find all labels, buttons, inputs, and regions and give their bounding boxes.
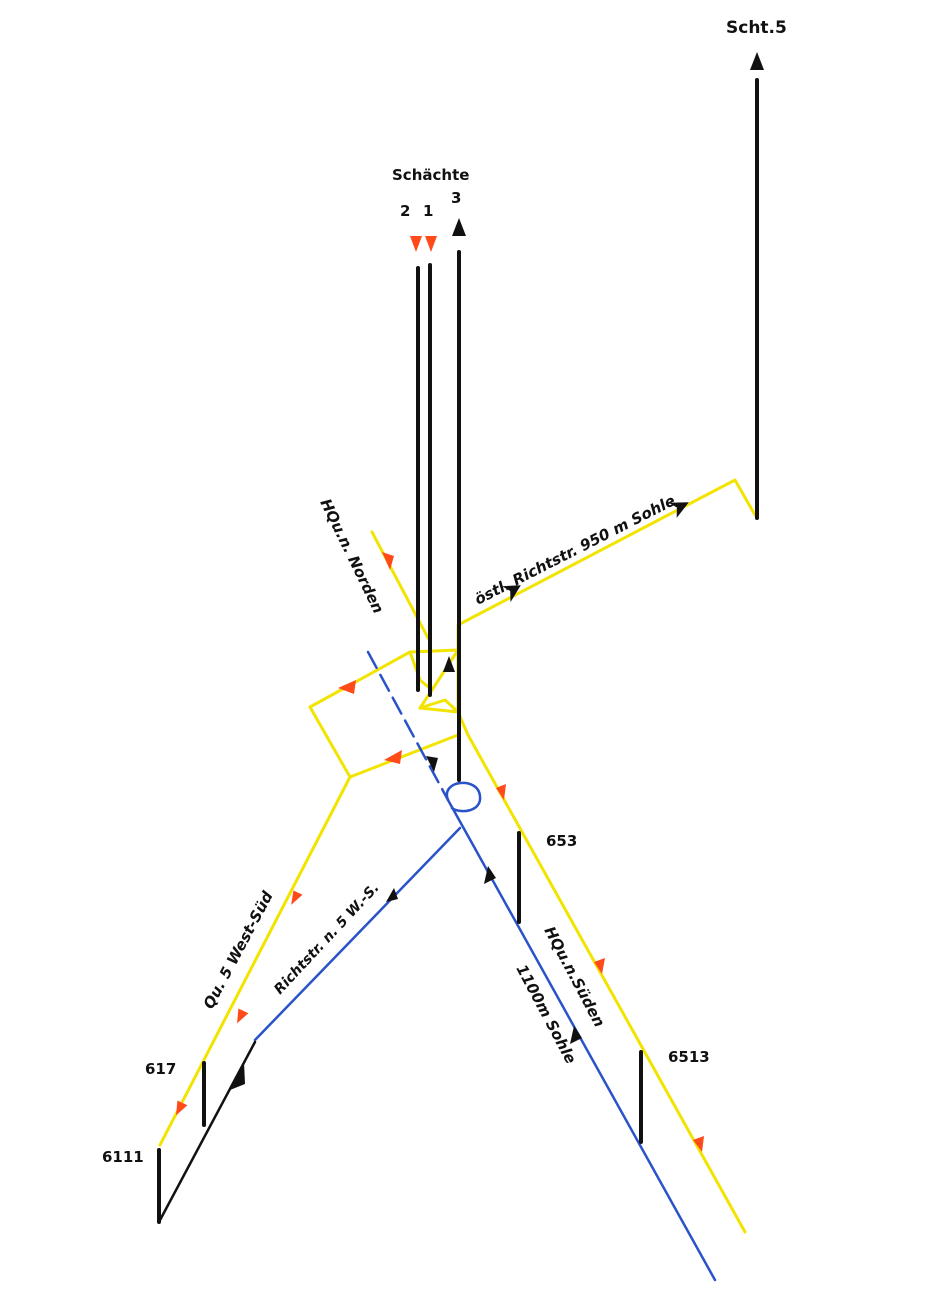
heading-sw-blue bbox=[253, 826, 462, 1042]
arrow-shaft5-up bbox=[750, 52, 764, 70]
arrow-sw-up bbox=[386, 888, 398, 902]
arrow-shaft1-down bbox=[425, 236, 437, 252]
arrow-ws-3 bbox=[176, 1100, 188, 1116]
label-shaft-2: 2 bbox=[400, 202, 410, 220]
arrow-south-blue-2 bbox=[570, 1026, 582, 1044]
arrow-s-2 bbox=[594, 958, 605, 974]
label-617: 617 bbox=[145, 1060, 176, 1078]
junction-web bbox=[418, 648, 460, 710]
black-shafts bbox=[157, 78, 759, 1224]
south-crosscut-yellow bbox=[456, 710, 747, 1234]
flow-arrows bbox=[176, 502, 704, 1152]
label-north-crosscut: HQu.n. Norden bbox=[316, 496, 387, 616]
arrow-north-yellow bbox=[382, 552, 394, 570]
label-shaft-1: 1 bbox=[423, 202, 433, 220]
label-653: 653 bbox=[546, 832, 577, 850]
arrow-east-2 bbox=[668, 502, 689, 518]
arrow-shaft3-up bbox=[452, 218, 466, 236]
junction-web-2 bbox=[418, 698, 460, 714]
label-shafts: Schächte bbox=[392, 166, 469, 184]
arrow-ws-1 bbox=[291, 890, 303, 905]
south-crosscut-blue bbox=[446, 798, 717, 1282]
arrow-west-loop-2 bbox=[384, 750, 402, 764]
label-6513: 6513 bbox=[668, 1048, 710, 1066]
arrow-6111 bbox=[230, 1062, 245, 1090]
arrow-ws-2 bbox=[237, 1008, 249, 1024]
label-east-heading: östl. Richtstr. 950 m Sohle bbox=[472, 491, 679, 608]
east-heading-line bbox=[418, 478, 757, 714]
overcast-loop bbox=[445, 781, 482, 813]
arrow-east-1 bbox=[502, 585, 521, 603]
label-shaft5: Scht.5 bbox=[726, 18, 787, 38]
west-loop bbox=[308, 648, 460, 779]
blue-airways bbox=[253, 650, 717, 1282]
arrow-blue-down bbox=[426, 756, 438, 772]
arrow-s-3 bbox=[693, 1136, 704, 1152]
arrow-junction-up bbox=[443, 656, 455, 672]
arrow-west-loop bbox=[338, 680, 356, 694]
west-south-line bbox=[158, 775, 352, 1147]
north-crosscut-blue bbox=[366, 650, 450, 802]
arrow-shaft2-down bbox=[410, 236, 422, 252]
label-shaft-3: 3 bbox=[451, 189, 461, 207]
label-6111: 6111 bbox=[102, 1148, 144, 1166]
arrow-south-blue bbox=[484, 866, 496, 884]
arrow-s-1 bbox=[496, 784, 506, 800]
